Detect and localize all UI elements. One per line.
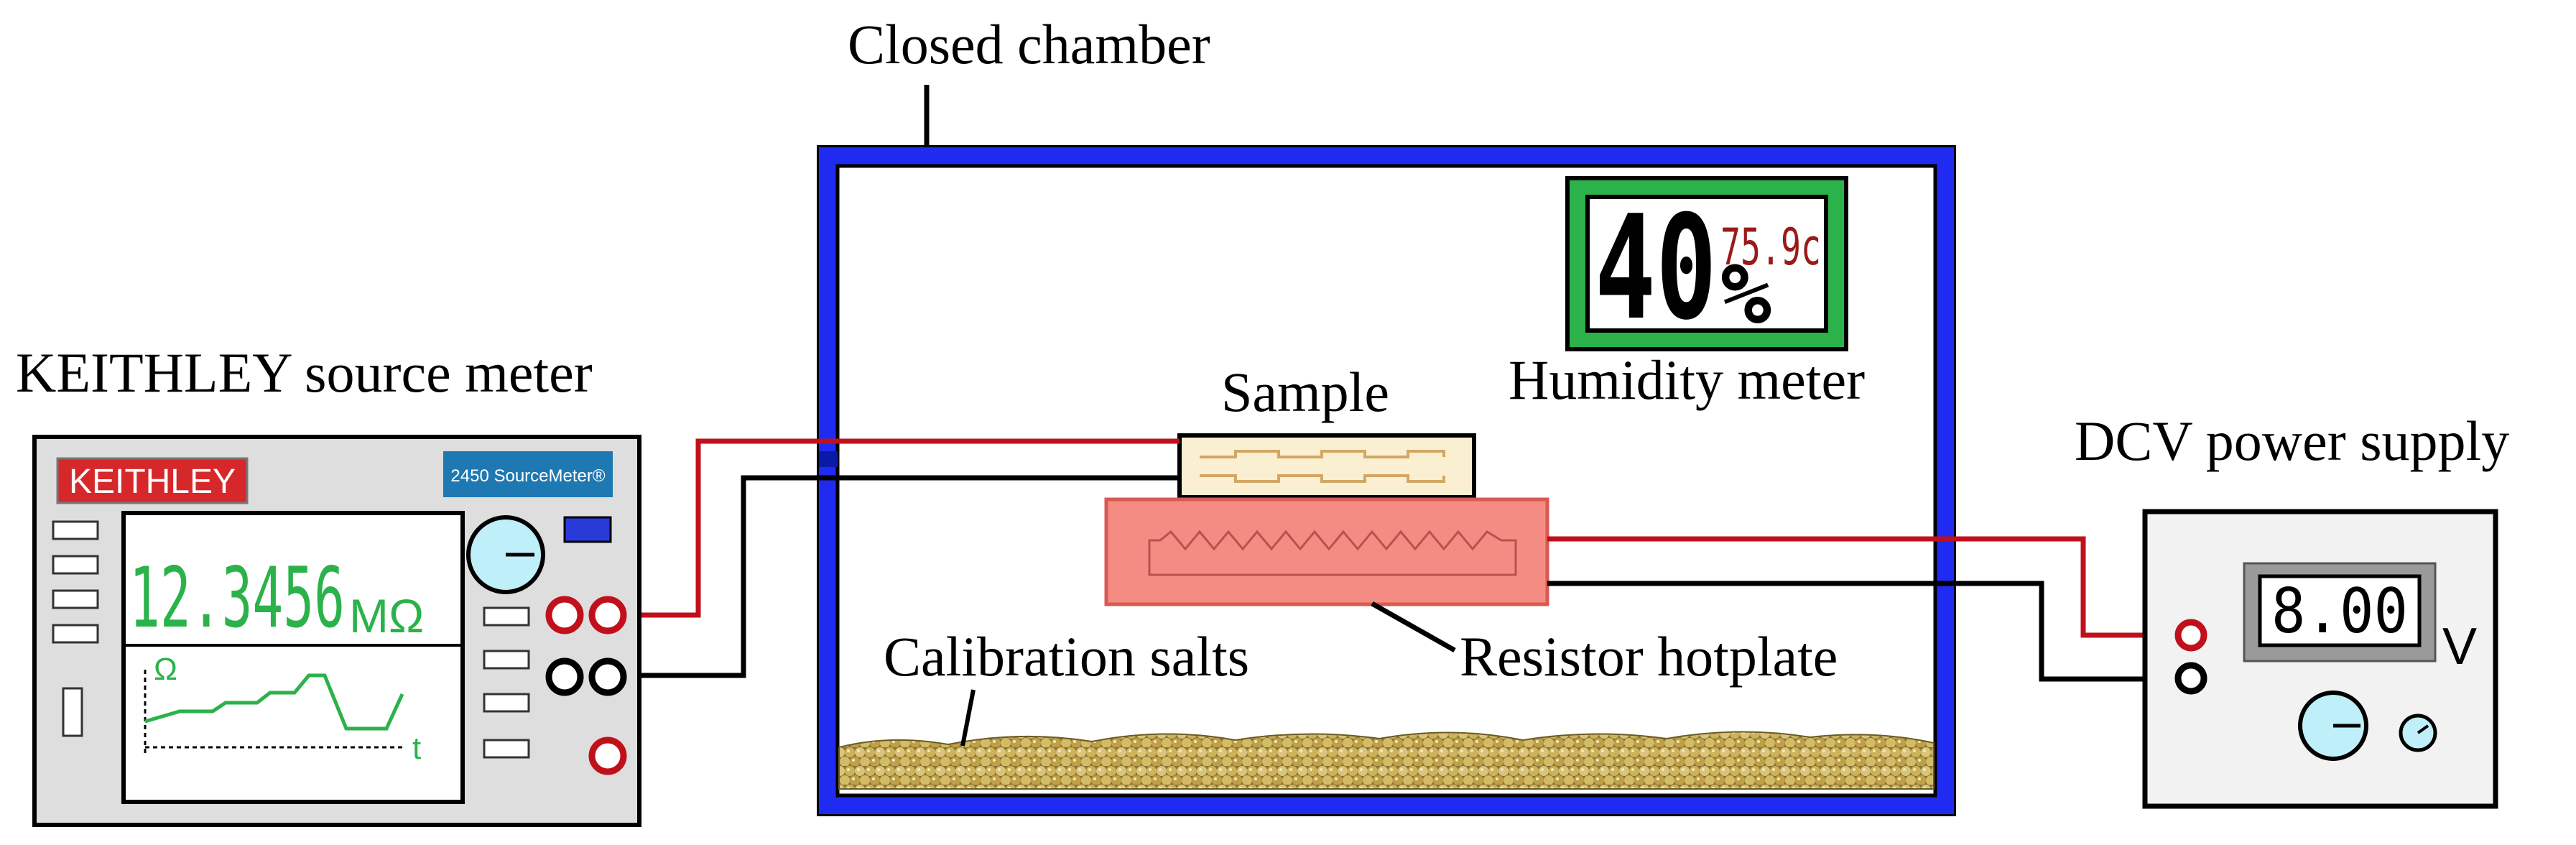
keithley-left-button-2[interactable] [52,555,99,575]
humidity-meter: 40 % 75.9c [1565,176,1848,352]
keithley-terminal-black-2[interactable] [588,657,627,696]
source-meter-label: KEITHLEY source meter [16,341,593,404]
keithley-terminal-black-1[interactable] [545,657,584,696]
temperature-value: 75.9c [1720,218,1821,277]
power-supply-terminal-red[interactable] [2174,619,2207,652]
resistor-hotplate [1104,497,1549,606]
wires [619,438,2188,682]
keithley-trend-graph: Ω t [144,652,421,766]
power-supply-display [2258,574,2422,647]
power-supply-label: DCV power supply [2075,410,2509,472]
keithley-right-button-4[interactable] [483,739,530,759]
keithley-display [121,511,465,804]
humidity-value: 40 [1595,185,1717,352]
graph-x-label: t [412,731,421,766]
sample [1177,433,1476,499]
keithley-reading: 12.3456 [129,550,345,647]
keithley-left-button-3[interactable] [52,589,99,609]
keithley-model: 2450 SourceMeter® [450,466,605,486]
keithley-left-button-1[interactable] [52,520,99,540]
humidity-meter-label: Humidity meter [1509,348,1865,411]
calibration-salts-label: Calibration salts [884,625,1249,688]
keithley-source-meter: KEITHLEY 2450 SourceMeter® 12.3456 MΩ Ω … [32,435,641,827]
salts-leader-line [960,689,976,747]
power-supply-terminal-black[interactable] [2174,662,2207,695]
sample-label: Sample [1221,361,1389,423]
keithley-right-button-3[interactable] [483,693,530,713]
keithley-unit: MΩ [349,589,424,642]
keithley-brand: KEITHLEY [69,463,236,501]
chamber-feedthrough [819,451,838,467]
keithley-terminal-red-1[interactable] [545,596,584,634]
model-badge [443,451,613,497]
keithley-left-button-4[interactable] [52,624,99,644]
humidity-percent: % [1720,244,1771,343]
keithley-terminal-red-2[interactable] [588,596,627,634]
hotplate-leader-line [1371,601,1456,653]
calibration-salts-bed [838,731,1935,790]
chamber-label: Closed chamber [848,13,1210,75]
keithley-right-button-1[interactable] [483,606,530,627]
power-supply-unit: V [2442,618,2477,675]
graph-y-label: Ω [154,652,177,687]
keithley-right-button-2[interactable] [483,650,530,670]
resistor-hotplate-label: Resistor hotplate [1460,625,1838,688]
keithley-blue-button[interactable] [563,516,612,543]
power-supply-reading: 8.00 [2271,576,2408,647]
dcv-power-supply: 8.00 V [2142,509,2498,809]
keithley-usb-port [62,687,83,737]
keithley-terminal-red-3[interactable] [588,737,627,775]
